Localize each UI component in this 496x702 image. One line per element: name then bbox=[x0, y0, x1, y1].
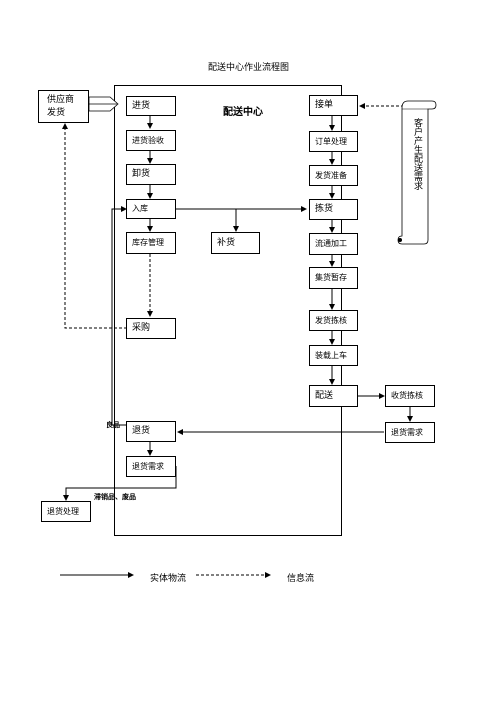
box-jiedan: 接单 bbox=[309, 95, 358, 116]
supplier-box: 供应商 发货 bbox=[38, 90, 89, 123]
box-jinhuo-yanshou: 进货验收 bbox=[126, 130, 176, 151]
box-shouhuo-jianhe: 收货拣核 bbox=[385, 385, 435, 407]
box-tuihuo-chuli: 退货处理 bbox=[41, 501, 91, 522]
box-jihuo-zancun: 集货暂存 bbox=[309, 267, 358, 289]
center-label: 配送中心 bbox=[223, 107, 263, 118]
box-ruku: 入库 bbox=[126, 199, 176, 219]
customer-demand-label: 客户产生配送需求 bbox=[412, 118, 422, 190]
box-zhuangzai-shangche: 装载上车 bbox=[309, 345, 358, 366]
box-fahuo-jianhe: 发货拣核 bbox=[309, 310, 358, 331]
box-buhuo: 补货 bbox=[211, 232, 260, 254]
box-kucun-guanli: 库存管理 bbox=[126, 232, 176, 254]
annotation-zhixiaopin: 滞销品、废品 bbox=[94, 493, 136, 501]
legend-dashed-label: 信息流 bbox=[287, 574, 315, 584]
box-tuihuo-xuqiu-left: 退货需求 bbox=[126, 456, 176, 477]
box-xiehuo: 卸货 bbox=[126, 164, 176, 185]
page-title: 配送中心作业流程图 bbox=[208, 63, 290, 73]
box-fahuo-zhunbei: 发货准备 bbox=[309, 165, 358, 186]
box-tuihuo-xuqiu-right: 退货需求 bbox=[385, 422, 435, 443]
box-liutong-jiagong: 流通加工 bbox=[309, 233, 358, 255]
box-caigou: 采购 bbox=[126, 318, 176, 339]
box-jianhuo: 拣货 bbox=[309, 199, 358, 220]
legend-solid-label: 实体物流 bbox=[150, 574, 187, 584]
box-peisong: 配送 bbox=[309, 385, 358, 407]
supplier-label: 供应商 发货 bbox=[47, 94, 75, 118]
annotation-liangpin: 良品 bbox=[106, 421, 120, 429]
box-tuihuo: 退货 bbox=[126, 421, 176, 442]
box-dingdan-chuli: 订单处理 bbox=[309, 131, 358, 152]
box-jinhuo: 进货 bbox=[126, 96, 176, 116]
